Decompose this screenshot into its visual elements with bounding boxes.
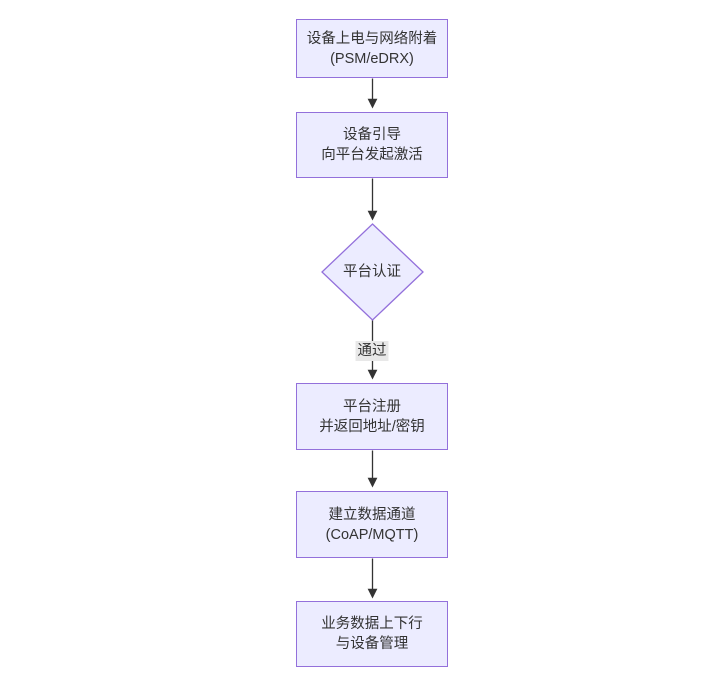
node-business-data: 业务数据上下行 与设备管理 [296,601,448,667]
node-label-line: (PSM/eDRX) [330,50,414,67]
node-label-line: (CoAP/MQTT) [325,526,419,543]
edge-label-pass: 通过 [355,341,389,361]
node-label-line: 并返回地址/密钥 [319,418,425,435]
node-label-line: 向平台发起激活 [321,147,423,163]
decision-node-platform-auth-shape [321,223,424,321]
node-label-line: 建立数据通道 [328,506,416,523]
node-label-line: 设备上电与网络附着 [306,30,438,47]
node-platform-register: 平台注册 并返回地址/密钥 [296,383,448,450]
node-label-line: 平台注册 [343,398,401,415]
node-data-channel: 建立数据通道 (CoAP/MQTT) [296,491,448,558]
node-power-attach: 设备上电与网络附着 (PSM/eDRX) [296,19,448,78]
node-label-line: 与设备管理 [335,636,409,652]
node-label-line: 平台认证 [343,264,401,280]
node-label-line: 业务数据上下行 [321,616,423,632]
node-bootstrap: 设备引导 向平台发起激活 [296,112,448,178]
node-platform-auth-label: 平台认证 [343,262,401,282]
node-label-line: 设备引导 [343,127,401,143]
edge-label-text: 通过 [357,343,387,359]
